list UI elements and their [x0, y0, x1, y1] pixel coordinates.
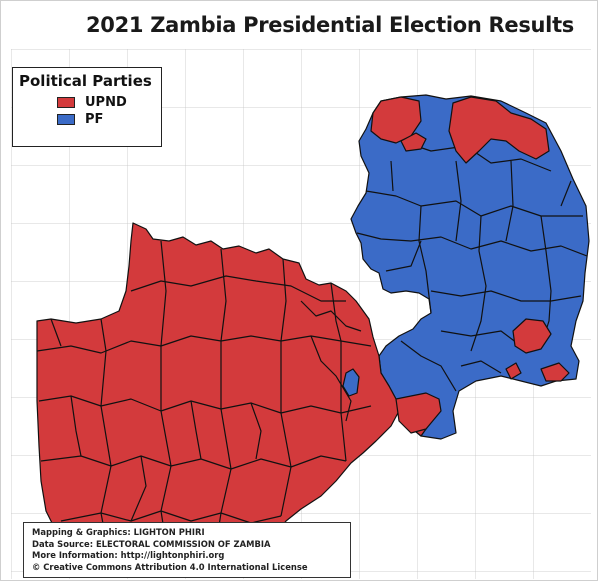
pf-district-boundaries	[356, 140, 588, 392]
map-title: 2021 Zambia Presidential Election Result…	[85, 13, 575, 37]
credit-more-info: More Information: http://lightonphiri.or…	[32, 550, 225, 560]
upnd-east-pocket-3	[505, 362, 522, 380]
credit-data-source: Data Source: ELECTORAL COMMISSION OF ZAM…	[32, 538, 271, 549]
credits-box: Mapping & Graphics: LIGHTON PHIRI Data S…	[23, 522, 351, 578]
legend-item-upnd: UPND	[57, 94, 155, 111]
upnd-southern-tail	[395, 392, 442, 434]
pf-swatch	[57, 114, 75, 125]
pf-central-pocket	[342, 368, 360, 397]
legend-title: Political Parties	[19, 72, 152, 90]
upnd-district-boundaries	[36, 240, 372, 578]
legend-item-pf: PF	[57, 111, 155, 128]
legend-label-upnd: UPND	[85, 95, 127, 110]
credit-mapping: Mapping & Graphics: LIGHTON PHIRI	[32, 527, 205, 537]
upnd-east-pocket-1	[512, 318, 552, 354]
upnd-north-pocket-1	[370, 96, 422, 144]
upnd-swatch	[57, 97, 75, 108]
legend-box: Political Parties UPND PF	[12, 67, 162, 147]
credit-license: © Creative Commons Attribution 4.0 Inter…	[32, 561, 308, 572]
upnd-north-pocket-2	[448, 96, 550, 164]
legend-label-pf: PF	[85, 112, 104, 127]
upnd-east-pocket-2	[540, 362, 570, 382]
upnd-north-pocket-3	[400, 132, 427, 152]
